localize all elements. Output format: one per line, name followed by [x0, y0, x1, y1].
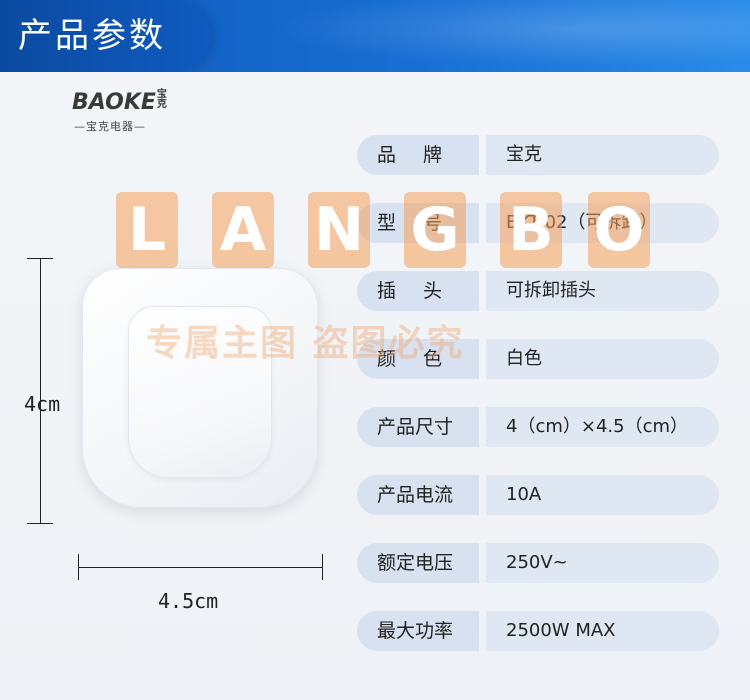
- spec-value: 2500W MAX: [486, 611, 719, 651]
- spec-label-char: 颜: [377, 348, 397, 370]
- spec-row-size: 产品尺寸 4（cm）×4.5（cm）: [357, 407, 719, 447]
- spec-label: 插头: [357, 271, 479, 311]
- height-dimension-label: 4cm: [24, 392, 61, 416]
- spec-label: 产品电流: [357, 475, 479, 515]
- spec-label-char: 品: [377, 144, 397, 166]
- plug-face: [128, 306, 272, 478]
- spec-label: 颜色: [357, 339, 479, 379]
- watermark-letter: L: [116, 192, 178, 268]
- watermark-letters: L A N G B O: [116, 192, 656, 268]
- width-dimension-label: 4.5cm: [158, 589, 219, 613]
- height-dimension-cap-bottom: [27, 523, 53, 524]
- header-tab: [0, 0, 210, 72]
- page-header: 产品参数: [0, 0, 750, 72]
- height-dimension-line: [40, 258, 41, 524]
- watermark-letter: G: [404, 192, 466, 268]
- watermark-letter: O: [588, 192, 650, 268]
- height-dimension-cap-top: [27, 258, 53, 259]
- spec-label-char: 型: [377, 212, 397, 234]
- spec-value: 白色: [486, 339, 719, 379]
- spec-label: 产品尺寸: [357, 407, 479, 447]
- watermark-text: 专属主图 盗图必究: [146, 322, 465, 364]
- width-dimension-line: [78, 567, 322, 568]
- watermark-letter: N: [308, 192, 370, 268]
- spec-row-current: 产品电流 10A: [357, 475, 719, 515]
- page-title: 产品参数: [18, 16, 166, 56]
- brand-subtitle: —宝克电器—: [74, 120, 146, 133]
- brand-logo-cn: 宝克: [156, 89, 167, 110]
- spec-label-char: 插: [377, 280, 397, 302]
- spec-label: 品牌: [357, 135, 479, 175]
- spec-label-char: 牌: [423, 144, 443, 166]
- width-dimension-cap-left: [78, 554, 79, 580]
- spec-row-brand: 品牌 宝克: [357, 135, 719, 175]
- spec-row-color: 颜色 白色: [357, 339, 719, 379]
- spec-label-char: 色: [423, 348, 443, 370]
- header-glow: [210, 0, 750, 72]
- spec-row-power: 最大功率 2500W MAX: [357, 611, 719, 651]
- watermark-letter: B: [500, 192, 562, 268]
- watermark-letter: A: [212, 192, 274, 268]
- spec-value: 250V~: [486, 543, 719, 583]
- spec-value: 10A: [486, 475, 719, 515]
- product-image: [82, 268, 318, 508]
- spec-value: 宝克: [486, 135, 719, 175]
- spec-row-voltage: 额定电压 250V~: [357, 543, 719, 583]
- width-dimension-cap-right: [322, 554, 323, 580]
- brand-logo-text: BAOKE: [72, 90, 156, 115]
- spec-label: 额定电压: [357, 543, 479, 583]
- spec-value: 4（cm）×4.5（cm）: [486, 407, 719, 447]
- spec-label-char: 头: [423, 280, 443, 302]
- brand-logo: BAOKE宝克: [72, 89, 168, 116]
- spec-row-plug: 插头 可拆卸插头: [357, 271, 719, 311]
- spec-value: 可拆卸插头: [486, 271, 719, 311]
- spec-label: 最大功率: [357, 611, 479, 651]
